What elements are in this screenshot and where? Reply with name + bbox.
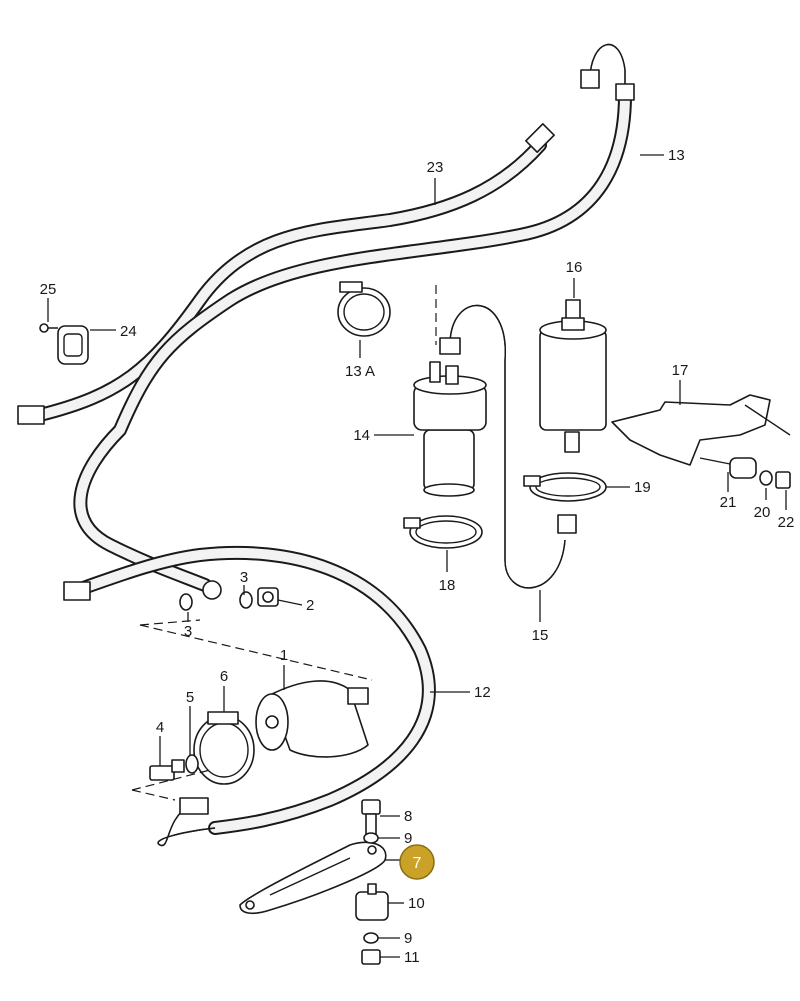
callout-4: 4 xyxy=(156,719,164,736)
washer-9-upper[interactable] xyxy=(363,832,379,844)
callout-24: 24 xyxy=(120,323,137,340)
assembly-line-fitting-2 xyxy=(131,789,176,801)
callout-9-upper: 9 xyxy=(404,830,412,847)
washer-5[interactable] xyxy=(185,754,199,774)
hose-13-collar xyxy=(615,83,635,101)
callout-10: 10 xyxy=(408,895,425,912)
callout-13a: 13 A xyxy=(345,363,375,380)
banjo-fitting xyxy=(202,580,222,600)
hose-23-left-fitting xyxy=(17,405,45,425)
callout-7-highlight[interactable]: 7 xyxy=(399,844,435,880)
hose-13[interactable] xyxy=(73,88,632,592)
callout-23: 23 xyxy=(427,159,444,176)
callout-9-lower: 9 xyxy=(404,930,412,947)
callout-3-upper: 3 xyxy=(240,569,248,586)
hose-12-left-fitting xyxy=(63,581,91,601)
washer-3-right[interactable] xyxy=(239,591,253,609)
nut-11[interactable] xyxy=(361,949,381,965)
callout-14: 14 xyxy=(353,427,370,444)
callout-16: 16 xyxy=(566,259,583,276)
callout-21: 21 xyxy=(720,494,737,511)
banjo-bolt-2[interactable] xyxy=(257,587,279,607)
fitting-4[interactable] xyxy=(149,759,185,781)
screw-25[interactable] xyxy=(39,323,58,333)
clamp-24[interactable] xyxy=(57,325,89,365)
rubber-mount-10[interactable] xyxy=(355,883,389,921)
callout-18: 18 xyxy=(439,577,456,594)
clamp-13a[interactable] xyxy=(337,281,391,337)
callout-19: 19 xyxy=(634,479,651,496)
callout-17: 17 xyxy=(672,362,689,379)
callout-25: 25 xyxy=(40,281,57,298)
callout-11: 11 xyxy=(404,949,420,966)
assembly-line-pump-2 xyxy=(139,619,201,626)
assembly-line-pump xyxy=(139,624,373,681)
callout-5: 5 xyxy=(186,689,194,706)
callout-6: 6 xyxy=(220,668,228,685)
clamp-6[interactable] xyxy=(193,711,255,785)
washer-20[interactable] xyxy=(759,470,773,486)
pipe-15-fitting-bottom xyxy=(557,514,577,534)
hose-23[interactable] xyxy=(33,138,547,422)
callout-2: 2 xyxy=(306,597,314,614)
callout-7-badge[interactable] xyxy=(399,844,435,880)
hose-12[interactable] xyxy=(65,545,436,835)
callout-1: 1 xyxy=(280,647,288,664)
rubber-mount-21[interactable] xyxy=(699,457,757,479)
hose-13-top-fitting xyxy=(580,69,600,89)
callout-3-lower: 3 xyxy=(184,623,192,640)
leader-lines xyxy=(47,154,787,958)
callout-15: 15 xyxy=(532,627,549,644)
callout-12: 12 xyxy=(474,684,491,701)
pipe-15-fitting-top xyxy=(439,337,461,355)
washer-9-lower[interactable] xyxy=(363,932,379,944)
fuel-filter-16[interactable] xyxy=(539,299,607,453)
callout-8: 8 xyxy=(404,808,412,825)
nut-22[interactable] xyxy=(775,471,791,489)
fuel-accumulator-14[interactable] xyxy=(413,361,487,497)
bolt-8[interactable] xyxy=(361,799,381,835)
hose-12-lower-fitting xyxy=(179,797,209,815)
callout-13: 13 xyxy=(668,147,685,164)
hose-23-right-fitting xyxy=(525,123,555,153)
bracket-17[interactable] xyxy=(611,394,791,466)
washer-3-left[interactable] xyxy=(179,593,193,611)
fuel-pump-1[interactable] xyxy=(255,680,369,758)
clamp-19[interactable] xyxy=(523,472,607,502)
callout-20: 20 xyxy=(754,504,771,521)
callout-22: 22 xyxy=(778,514,795,531)
callout-7: 7 xyxy=(413,855,422,872)
clamp-18[interactable] xyxy=(403,515,483,549)
